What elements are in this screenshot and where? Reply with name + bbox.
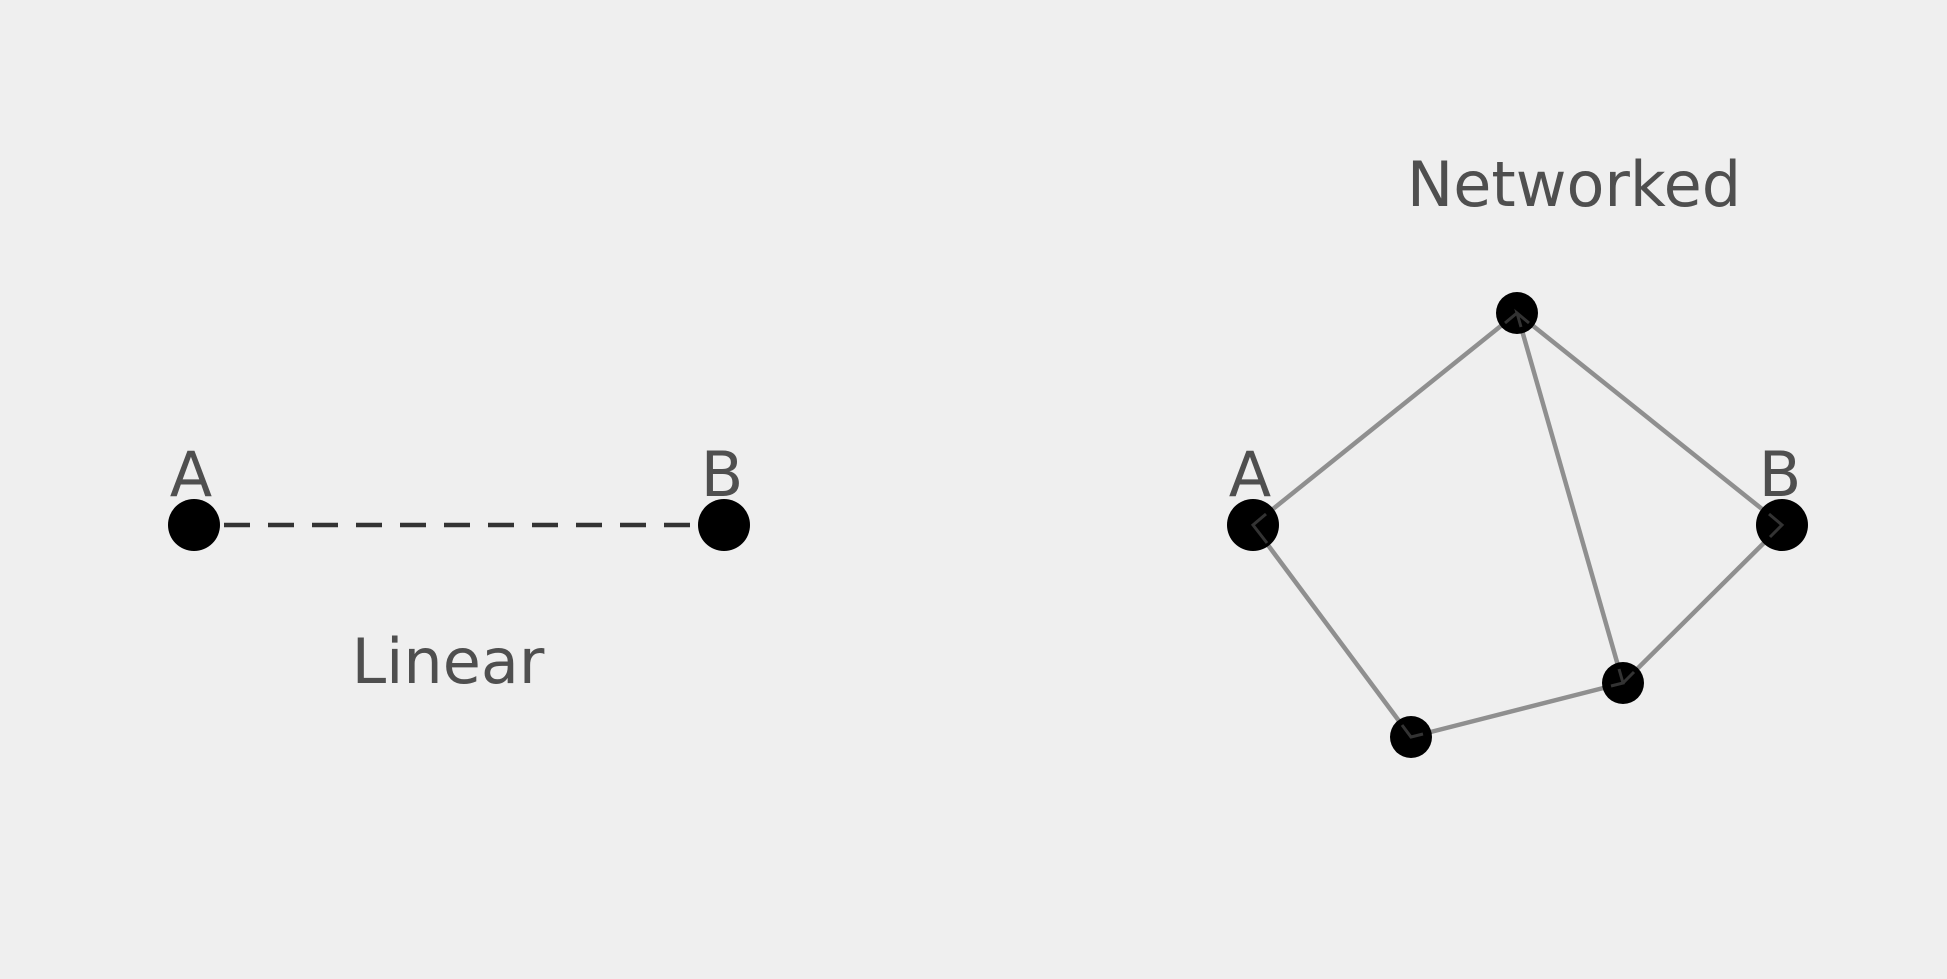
network-node-top-trace [1504, 308, 1530, 328]
linear-caption: Linear [352, 625, 545, 698]
linear-node-b-label: B [701, 438, 744, 511]
networked-caption: Networked [1407, 148, 1741, 221]
linear-node-a-label: A [170, 438, 212, 511]
network-edge-bottom-lowright [1410, 680, 1624, 740]
network-edge-lowright-b [1621, 523, 1784, 685]
network-node-a-trace [1250, 512, 1269, 544]
network-node-a-label: A [1229, 438, 1271, 511]
network-edge-a-top [1251, 311, 1519, 527]
network-node-bottom-trace [1400, 724, 1424, 739]
network-edge-a-bottom [1251, 523, 1413, 739]
network-node-lowright-trace [1610, 668, 1636, 688]
network-edge-top-b [1515, 311, 1784, 527]
linear-node-a [168, 499, 220, 551]
network-edge-top-lowright [1514, 312, 1626, 684]
network-node-b-trace [1768, 512, 1785, 539]
linear-panel: A B Linear [168, 438, 750, 698]
linear-node-b [698, 499, 750, 551]
network-node-b-label: B [1759, 438, 1802, 511]
networked-panel: Networked A B [1227, 148, 1808, 758]
